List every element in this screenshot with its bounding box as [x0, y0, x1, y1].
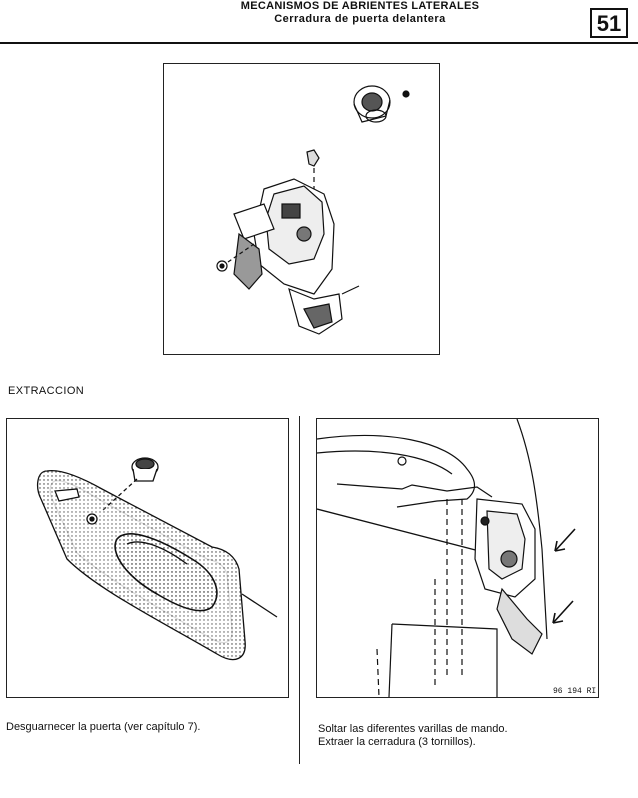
section-title: EXTRACCION — [8, 385, 85, 397]
caption-right-line2: Extraer la cerradura (3 tornillos). — [318, 736, 476, 748]
bushing-part — [353, 85, 410, 123]
arrow-indicators — [552, 528, 576, 624]
door-lock-installed-figure — [316, 418, 599, 698]
lock-exploded-figure — [163, 63, 440, 355]
column-divider — [299, 416, 300, 764]
header-title: MECANISMOS DE ABRIENTES LATERALES — [240, 0, 480, 12]
door-handle-trim-illustration — [36, 457, 278, 661]
lock-body-part — [233, 178, 343, 335]
header-subtitle: Cerradura de puerta delantera — [274, 13, 446, 25]
door-handle-trim-figure — [6, 418, 289, 698]
trim-clip-part — [131, 457, 159, 482]
door-lock-installed-illustration — [317, 419, 576, 697]
figure-reference-code: 96 194 RI — [553, 687, 597, 696]
chapter-number-badge: 51 — [590, 8, 628, 38]
caption-right-line1: Soltar las diferentes varillas de mando. — [318, 723, 508, 735]
header-rule — [0, 42, 638, 44]
screw-part — [216, 243, 255, 272]
lock-body-installed — [474, 498, 543, 655]
caption-left: Desguarnecer la puerta (ver capítulo 7). — [6, 721, 201, 733]
lock-exploded-illustration — [216, 85, 410, 335]
